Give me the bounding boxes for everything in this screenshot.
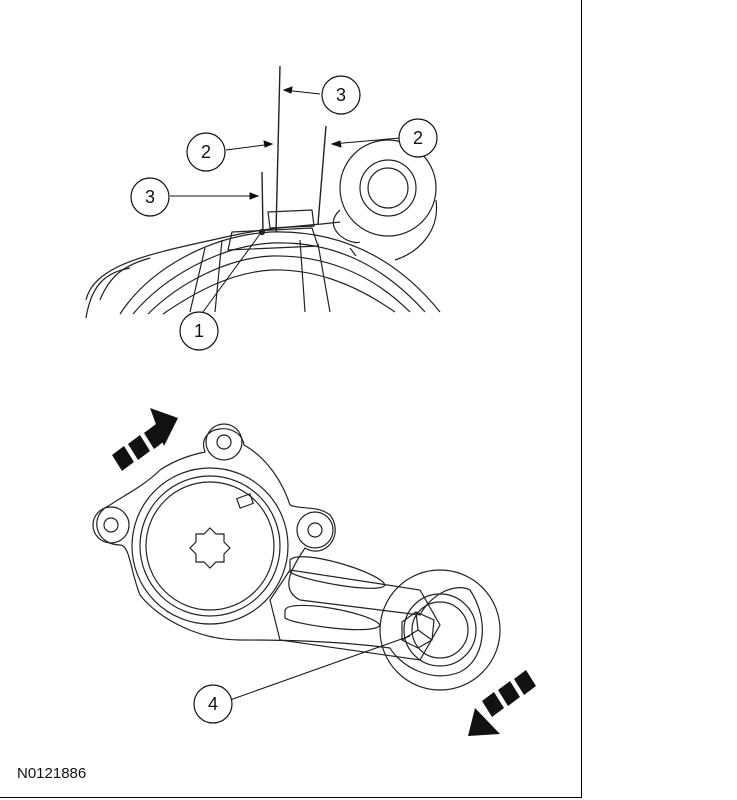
svg-text:3: 3 — [336, 85, 346, 105]
svg-text:2: 2 — [201, 142, 211, 162]
rotation-arrow-bottom — [468, 670, 536, 736]
callout-4: 4 — [193, 684, 233, 724]
callout-1: 1 — [179, 311, 219, 351]
callout-4-leader — [229, 635, 411, 701]
figure-frame — [0, 0, 582, 798]
detail-view — [85, 65, 441, 319]
svg-text:3: 3 — [145, 187, 155, 207]
detail-leaders — [170, 86, 401, 317]
svg-text:1: 1 — [194, 321, 204, 341]
svg-text:4: 4 — [208, 694, 218, 714]
figure-id-label: N0121886 — [17, 765, 87, 782]
callout-3-left: 3 — [130, 177, 170, 217]
rotation-arrow-top — [112, 408, 178, 471]
callout-3-top: 3 — [321, 75, 361, 115]
tensioner-assembly — [92, 423, 501, 691]
callout-2-right: 2 — [398, 118, 438, 158]
svg-text:2: 2 — [413, 128, 423, 148]
callout-2-left: 2 — [186, 132, 226, 172]
